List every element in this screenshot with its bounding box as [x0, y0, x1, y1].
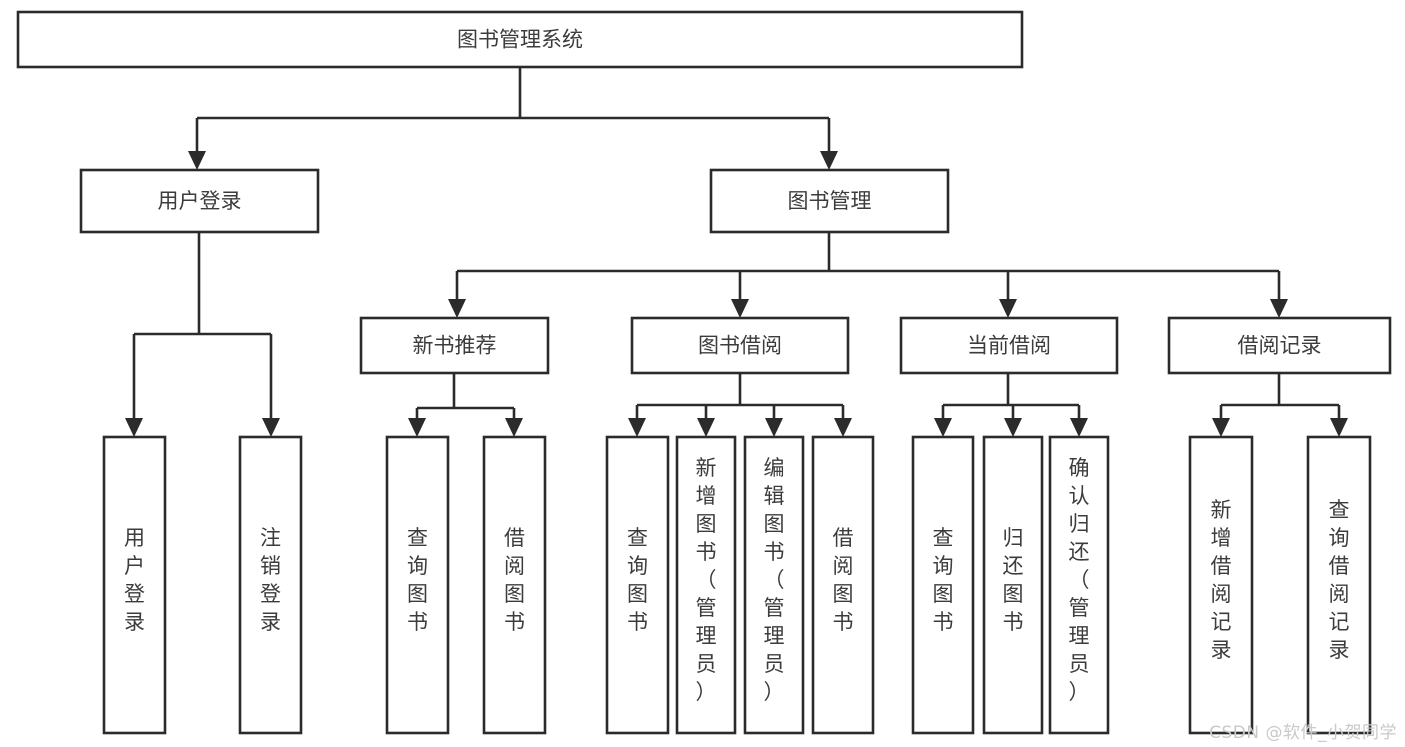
node-label-leaf-logout: 注销登录: [260, 526, 281, 634]
connector-borrow-record-bus: [1212, 373, 1348, 437]
node-label-leaf-confirm-return: 确认归还（管理员）: [1069, 456, 1090, 704]
node-label-leaf-query-book-borrow: 查询图书: [627, 526, 648, 634]
node-label-leaf-borrow-book-rec: 借阅图书: [504, 526, 525, 634]
node-label-new-book-rec: 新书推荐: [413, 334, 497, 358]
node-leaf-user-login[interactable]: 用户登录: [102, 435, 167, 735]
node-label-leaf-borrow-book: 借阅图书: [833, 526, 854, 634]
node-label-current-borrow: 当前借阅: [967, 334, 1051, 358]
connector-current-borrow-bus: [934, 373, 1088, 437]
node-leaf-borrow-book[interactable]: 借阅图书: [811, 435, 875, 735]
connector-root-bus: [188, 67, 838, 170]
connector-user-login-bus: [125, 232, 280, 437]
node-leaf-query-book-borrow[interactable]: 查询图书: [605, 435, 670, 735]
connector-layer: [125, 67, 1348, 437]
connector-book-borrow-bus: [628, 373, 852, 437]
node-leaf-query-record[interactable]: 查询借阅记录: [1306, 435, 1372, 735]
node-label-leaf-add-book: 新增图书（管理员）: [696, 456, 717, 704]
node-leaf-query-book-rec[interactable]: 查询图书: [385, 435, 450, 735]
node-label-user-login: 用户登录: [158, 189, 242, 213]
node-label-leaf-user-login: 用户登录: [124, 526, 145, 634]
node-current-borrow[interactable]: 当前借阅: [899, 316, 1119, 375]
node-user-login[interactable]: 用户登录: [79, 168, 320, 234]
node-new-book-rec[interactable]: 新书推荐: [359, 316, 550, 375]
node-leaf-add-book[interactable]: 新增图书（管理员）: [675, 435, 737, 735]
node-book-borrow[interactable]: 图书借阅: [630, 316, 850, 375]
node-label-leaf-query-record: 查询借阅记录: [1329, 498, 1350, 662]
connector-new-book-rec-bus: [408, 373, 523, 437]
node-borrow-record[interactable]: 借阅记录: [1167, 316, 1392, 375]
node-label-leaf-edit-book: 编辑图书（管理员）: [764, 456, 785, 704]
node-label-book-manage: 图书管理: [788, 189, 872, 213]
node-label-leaf-add-record: 新增借阅记录: [1211, 498, 1232, 662]
node-label-leaf-return-book: 归还图书: [1003, 526, 1024, 634]
node-leaf-logout[interactable]: 注销登录: [238, 435, 303, 735]
node-leaf-confirm-return[interactable]: 确认归还（管理员）: [1048, 435, 1110, 735]
node-label-leaf-query-book-cur: 查询图书: [933, 526, 954, 634]
node-label-borrow-record: 借阅记录: [1238, 334, 1322, 358]
node-leaf-borrow-book-rec[interactable]: 借阅图书: [482, 435, 547, 735]
node-leaf-add-record[interactable]: 新增借阅记录: [1188, 435, 1254, 735]
connector-book-manage-bus: [448, 232, 1288, 318]
node-leaf-edit-book[interactable]: 编辑图书（管理员）: [743, 435, 805, 735]
node-book-manage[interactable]: 图书管理: [709, 168, 950, 234]
node-label-root: 图书管理系统: [457, 28, 583, 52]
node-label-leaf-query-book-rec: 查询图书: [407, 526, 428, 634]
node-leaf-query-book-cur[interactable]: 查询图书: [911, 435, 975, 735]
node-layer: 图书管理系统用户登录图书管理新书推荐图书借阅当前借阅借阅记录用户登录注销登录查询…: [16, 10, 1392, 735]
node-leaf-return-book[interactable]: 归还图书: [982, 435, 1044, 735]
node-root[interactable]: 图书管理系统: [16, 10, 1024, 69]
node-label-book-borrow: 图书借阅: [698, 334, 782, 358]
